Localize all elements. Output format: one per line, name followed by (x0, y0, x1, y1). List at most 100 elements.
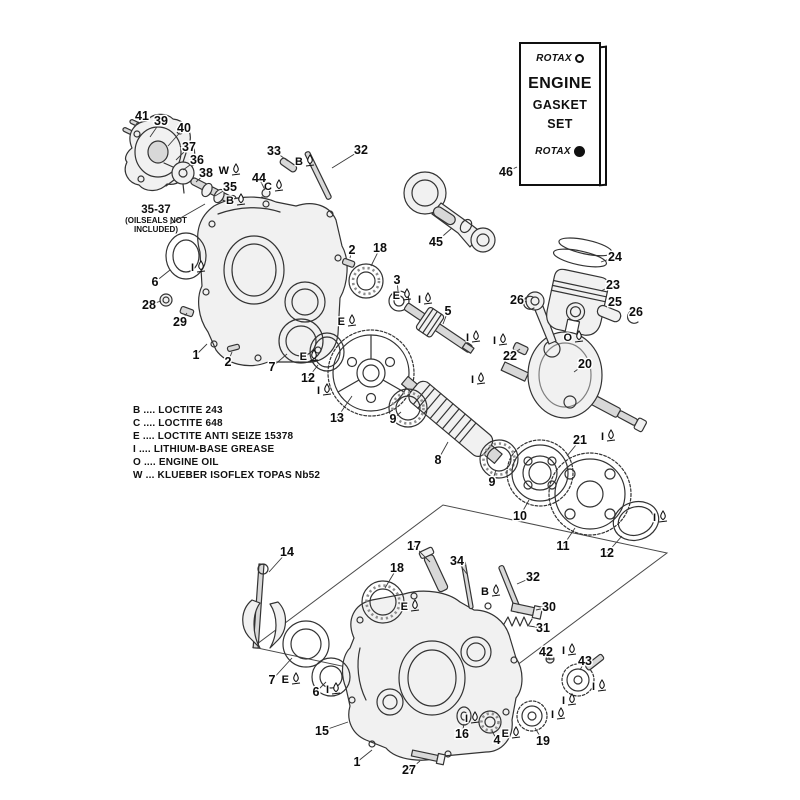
leader-line-30 (535, 606, 550, 611)
lubricant-letter: I (653, 512, 656, 524)
part-piston-23 (546, 268, 610, 336)
leader-line-18 (370, 247, 381, 267)
oil-drop-icon (493, 584, 499, 595)
oil-drop-icon (333, 682, 339, 693)
part-callout-29: 29 (173, 315, 187, 329)
rotax-wordmark-bottom: ROTAX (535, 146, 571, 157)
part-gear-19 (516, 700, 548, 732)
lubricant-mark-I: I (465, 330, 481, 345)
leader-line-22 (509, 348, 521, 357)
lubricant-letter: E (502, 728, 509, 740)
leader-line-24 (600, 256, 616, 263)
lubricant-mark-I: I (325, 682, 341, 697)
leader-line-21 (566, 439, 581, 457)
leader-line-45 (435, 227, 453, 243)
leader-line-2 (349, 249, 353, 259)
lubricant-mark-W: W (217, 163, 241, 178)
part-callout-16: 16 (455, 727, 469, 741)
lubricant-letter: I (191, 262, 194, 274)
oil-drop-icon (500, 333, 506, 344)
leader-line-27 (408, 760, 421, 771)
leader-line-26 (516, 299, 528, 303)
lubricant-letter: E (393, 290, 400, 302)
leader-line-11 (562, 527, 576, 547)
part-callout-39: 39 (154, 114, 168, 128)
oil-drop-icon (233, 163, 239, 174)
oilseal-note-range: 35-37 (141, 204, 171, 216)
part-oil-seal-6-top (165, 232, 207, 280)
oil-drop-icon (599, 679, 605, 690)
oil-drop-icon (608, 429, 614, 440)
part-callout-9: 9 (489, 475, 496, 489)
part-bearing-18-top (348, 263, 384, 299)
lubricant-mark-E: E (500, 726, 521, 741)
part-callout-24: 24 (608, 250, 622, 264)
lubricant-mark-E: E (399, 599, 420, 614)
oilseal-note: 35-37 (OILSEALS NOT INCLUDED) (104, 204, 208, 234)
part-callout-31: 31 (536, 621, 550, 635)
part-callout-44: 44 (252, 171, 266, 185)
part-callout-22: 22 (503, 349, 517, 363)
lubricant-letter: I (551, 709, 554, 721)
part-callout-19: 19 (536, 734, 550, 748)
part-callout-33: 33 (267, 144, 281, 158)
lubricant-letter: I (326, 684, 329, 696)
part-ring-12-right (612, 500, 660, 542)
part-callout-37: 37 (182, 140, 196, 154)
lubricant-mark-I: I (561, 643, 577, 658)
part-callout-3: 3 (394, 273, 401, 287)
part-callout-12: 12 (600, 546, 614, 560)
part-pin-33 (279, 157, 298, 173)
lubricant-letter: I (465, 713, 468, 725)
part-bearing-9-left (388, 388, 428, 428)
part-connecting-rod-45 (403, 171, 496, 253)
part-crankshaft-20 (500, 291, 647, 433)
legend-item-E: E .... LOCTITE ANTI SEIZE 15378 (133, 431, 294, 442)
part-callout-35: 35 (223, 180, 237, 194)
lubricant-mark-E: E (280, 672, 301, 687)
leader-line-32 (516, 576, 534, 585)
part-callout-28: 28 (142, 298, 156, 312)
leader-line-26 (632, 311, 637, 316)
part-bearing-3 (388, 290, 410, 312)
gasket-title-set: SET (547, 117, 573, 131)
part-callout-23: 23 (606, 278, 620, 292)
leader-line-2 (227, 351, 233, 363)
lubricant-letter: I (418, 294, 421, 306)
part-screw-27 (410, 749, 446, 766)
leader-line-14 (268, 551, 288, 573)
rotax-logo-bottom: ROTAX (521, 146, 599, 157)
lubricant-mark-C: C (263, 179, 284, 194)
leader-line-15 (321, 721, 349, 732)
leader-line-12 (307, 364, 319, 379)
part-bearing-9-right (479, 439, 519, 479)
lubricant-letter: I (317, 385, 320, 397)
part-circlip-26-right (627, 309, 639, 324)
part-circlip-26-left (523, 295, 535, 310)
leader-line-1 (195, 343, 208, 356)
oilseal-note-text-1: (OILSEALS NOT (125, 216, 187, 225)
legend-item-B: B .... LOCTITE 243 (133, 405, 223, 416)
part-callout-41: 41 (135, 109, 149, 123)
part-callout-45: 45 (429, 235, 443, 249)
part-piston-rings-24 (552, 237, 613, 268)
lubricant-mark-E: E (336, 314, 357, 329)
leader-line-19 (534, 727, 544, 742)
rotax-logo-top: ROTAX (521, 53, 599, 64)
lubricant-letter: I (493, 335, 496, 347)
leader-line-38 (195, 172, 207, 183)
part-callout-26: 26 (629, 305, 643, 319)
lubricant-letter: I (562, 645, 565, 657)
lubricant-letter: I (562, 695, 565, 707)
part-callout-43: 43 (578, 654, 592, 668)
leader-line-33 (273, 150, 289, 162)
part-callout-6: 6 (313, 685, 320, 699)
part-callout-18: 18 (390, 561, 404, 575)
part-callout-6: 6 (152, 275, 159, 289)
part-callout-27: 27 (402, 763, 416, 777)
part-callout-2: 2 (225, 355, 232, 369)
part-callout-12: 12 (301, 371, 315, 385)
part-callout-10: 10 (513, 509, 527, 523)
